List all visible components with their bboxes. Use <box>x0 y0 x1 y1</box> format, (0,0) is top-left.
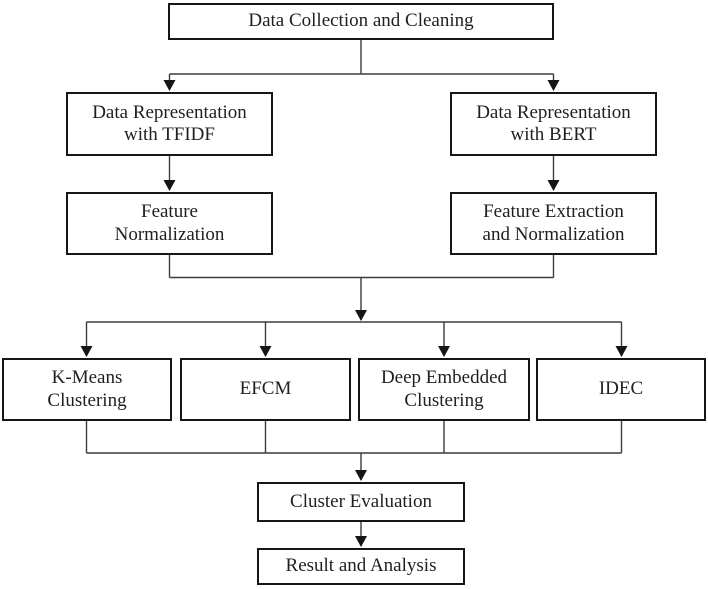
node-kmeans-clustering-label: K-Means Clustering <box>47 367 127 411</box>
node-idec-label: IDEC <box>598 378 644 400</box>
node-representation-bert-label: Data Representation with BERT <box>476 101 631 145</box>
node-result-analysis-label: Result and Analysis <box>285 555 437 577</box>
node-representation-bert: Data Representation with BERT <box>450 92 657 156</box>
node-data-collection: Data Collection and Cleaning <box>168 3 554 40</box>
node-feature-extraction-normalization-label: Feature Extraction and Normalization <box>482 201 625 245</box>
node-representation-tfidf: Data Representation with TFIDF <box>66 92 273 156</box>
node-data-collection-label: Data Collection and Cleaning <box>248 10 474 32</box>
node-result-analysis: Result and Analysis <box>257 548 465 585</box>
node-kmeans-clustering: K-Means Clustering <box>2 358 172 421</box>
node-cluster-evaluation: Cluster Evaluation <box>257 482 465 522</box>
node-idec: IDEC <box>536 358 706 421</box>
node-deep-embedded-clustering-label: Deep Embedded Clustering <box>380 367 508 411</box>
node-efcm: EFCM <box>180 358 351 421</box>
node-representation-tfidf-label: Data Representation with TFIDF <box>92 101 247 145</box>
node-cluster-evaluation-label: Cluster Evaluation <box>290 490 432 512</box>
node-feature-extraction-normalization: Feature Extraction and Normalization <box>450 192 657 255</box>
node-deep-embedded-clustering: Deep Embedded Clustering <box>358 358 530 421</box>
node-feature-normalization: Feature Normalization <box>66 192 273 255</box>
node-efcm-label: EFCM <box>239 378 292 400</box>
node-feature-normalization-label: Feature Normalization <box>114 201 225 245</box>
